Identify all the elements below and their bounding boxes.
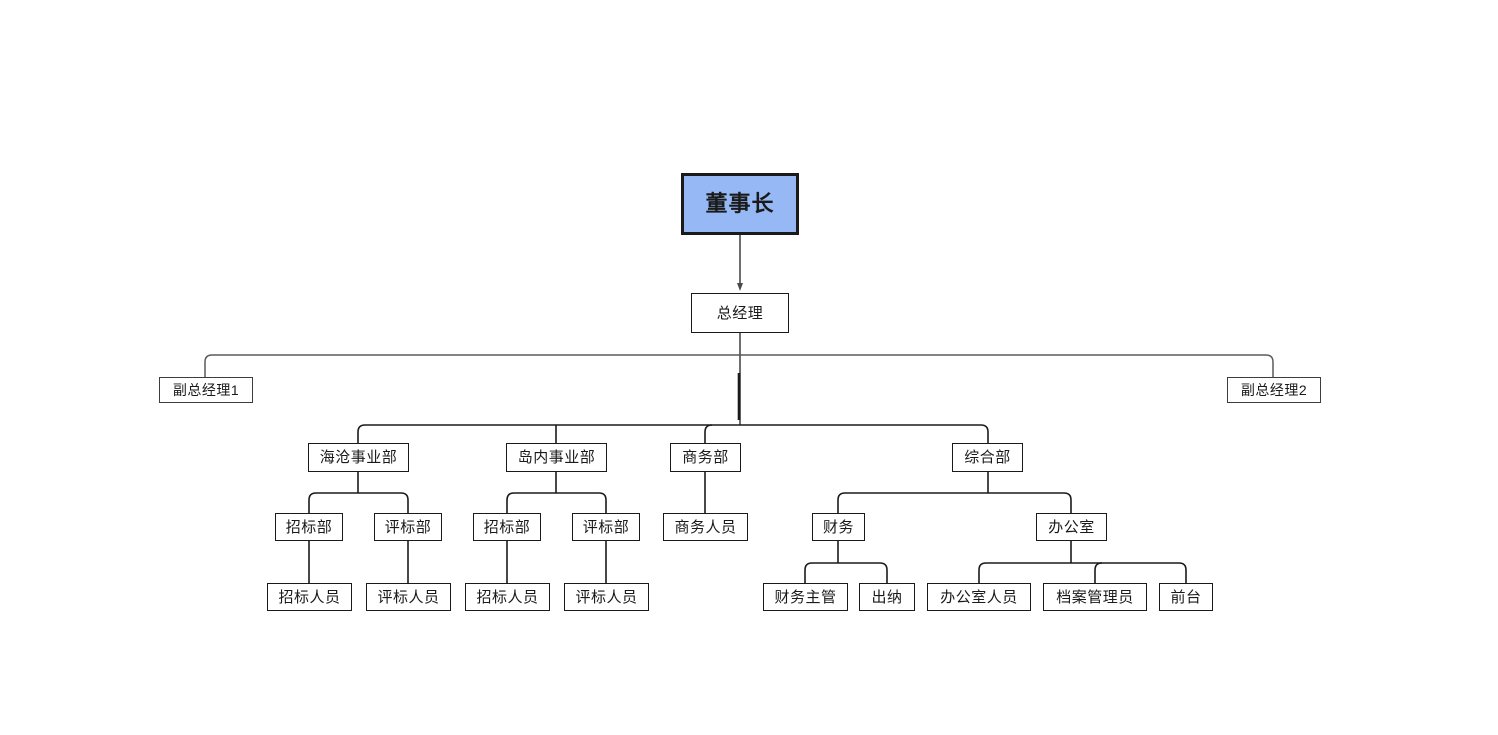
edge-bus-office-inner (1094, 562, 1103, 583)
edge-bus-deputies (204, 354, 1274, 377)
node-reception-label: 前台 (1170, 588, 1202, 606)
node-haicang-evaluation-staff-label: 评标人员 (377, 588, 440, 606)
node-daonei-division-label: 岛内事业部 (517, 449, 596, 466)
node-office-staff-label: 办公室人员 (940, 588, 1018, 606)
node-business-staff[interactable]: 商务人员 (663, 513, 748, 541)
node-office-staff[interactable]: 办公室人员 (927, 583, 1031, 611)
node-daonei-evaluation-dept[interactable]: 评标部 (572, 513, 640, 541)
node-chairman[interactable]: 董事长 (681, 173, 799, 235)
node-finance-supervisor[interactable]: 财务主管 (763, 583, 848, 611)
node-haicang-bidding-dept[interactable]: 招标部 (275, 513, 343, 541)
node-finance-supervisor-label: 财务主管 (774, 588, 837, 606)
node-haicang-bidding-staff[interactable]: 招标人员 (267, 583, 352, 611)
edge-bus-finance-children (804, 562, 888, 583)
node-haicang-division-label: 海沧事业部 (319, 449, 398, 466)
node-general-affairs-dept[interactable]: 综合部 (952, 443, 1023, 472)
node-general-affairs-dept-label: 综合部 (964, 449, 1011, 466)
node-haicang-bidding-dept-label: 招标部 (285, 518, 333, 536)
node-cashier-label: 出纳 (871, 588, 903, 606)
node-business-dept-label: 商务部 (682, 449, 729, 466)
node-office-dept[interactable]: 办公室 (1036, 513, 1107, 541)
node-daonei-bidding-staff[interactable]: 招标人员 (465, 583, 550, 611)
node-haicang-evaluation-staff[interactable]: 评标人员 (366, 583, 451, 611)
node-general-manager[interactable]: 总经理 (691, 293, 789, 333)
node-haicang-evaluation-dept[interactable]: 评标部 (374, 513, 442, 541)
node-office-dept-label: 办公室 (1048, 518, 1095, 536)
edge-bus-departments (357, 424, 989, 443)
node-daonei-evaluation-staff[interactable]: 评标人员 (564, 583, 649, 611)
node-haicang-evaluation-dept-label: 评标部 (384, 518, 432, 536)
node-finance-dept[interactable]: 财务 (812, 513, 865, 541)
node-general-manager-label: 总经理 (716, 304, 764, 322)
node-deputy-gm-2-label: 副总经理2 (1240, 382, 1308, 398)
node-daonei-evaluation-staff-label: 评标人员 (575, 588, 638, 606)
node-business-staff-label: 商务人员 (674, 518, 737, 536)
edge-bus-daonei-children (506, 492, 607, 513)
edge-bus-departments-inner-daonei (704, 424, 713, 443)
node-daonei-evaluation-dept-label: 评标部 (582, 518, 630, 536)
node-finance-dept-label: 财务 (822, 518, 854, 536)
edge-bus-office-children (978, 562, 1187, 583)
node-haicang-bidding-staff-label: 招标人员 (278, 588, 341, 606)
node-daonei-bidding-dept[interactable]: 招标部 (473, 513, 541, 541)
node-deputy-gm-1-label: 副总经理1 (172, 382, 240, 398)
edge-bus-haicang-children (308, 492, 409, 513)
node-chairman-label: 董事长 (705, 191, 775, 216)
node-deputy-gm-1[interactable]: 副总经理1 (159, 377, 253, 403)
node-archivist-label: 档案管理员 (1056, 588, 1134, 606)
node-business-dept[interactable]: 商务部 (670, 443, 741, 472)
node-daonei-bidding-dept-label: 招标部 (483, 518, 531, 536)
node-daonei-bidding-staff-label: 招标人员 (476, 588, 539, 606)
node-reception[interactable]: 前台 (1159, 583, 1213, 611)
node-daonei-division[interactable]: 岛内事业部 (506, 443, 607, 472)
node-deputy-gm-2[interactable]: 副总经理2 (1227, 377, 1321, 403)
node-haicang-division[interactable]: 海沧事业部 (308, 443, 409, 472)
node-archivist[interactable]: 档案管理员 (1043, 583, 1147, 611)
node-cashier[interactable]: 出纳 (859, 583, 915, 611)
edge-bus-general-affairs-children (837, 492, 1072, 513)
